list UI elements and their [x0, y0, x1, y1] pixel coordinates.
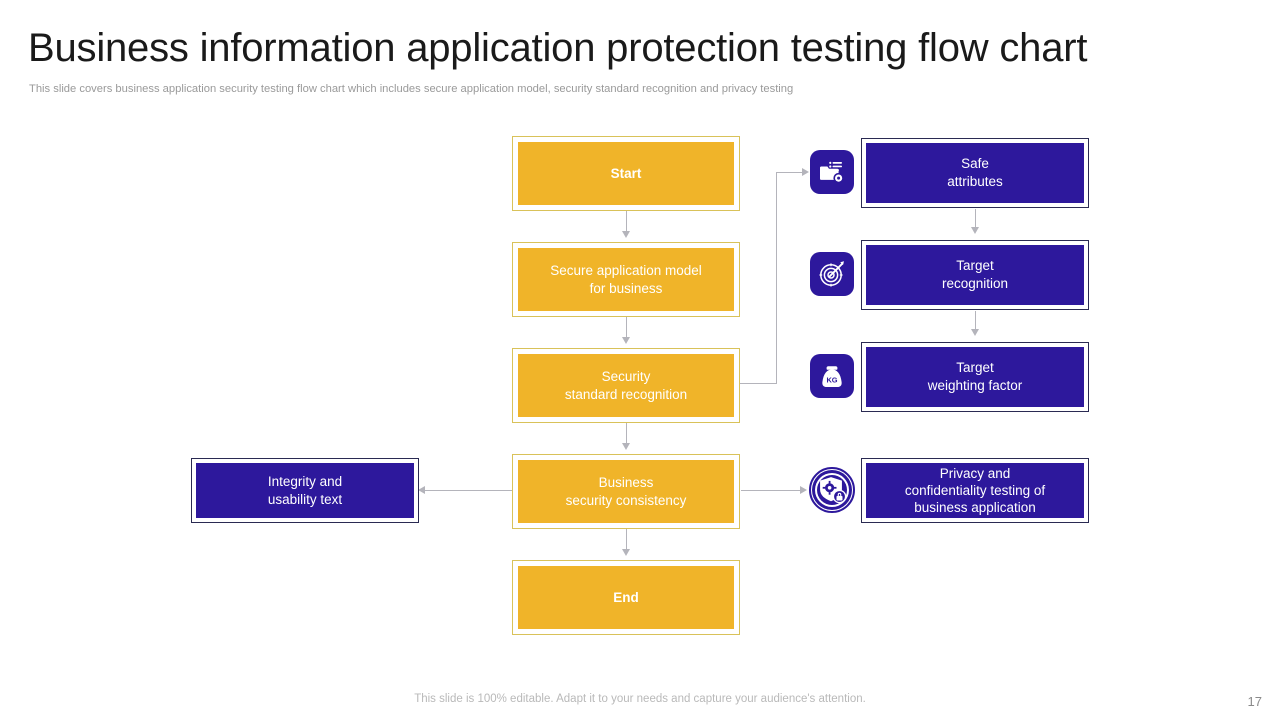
flow-node-end-label: End	[518, 566, 734, 629]
page-number: 17	[1247, 694, 1262, 709]
folder-settings-icon[interactable]	[810, 150, 854, 194]
arrowhead-business-consistency-to-end	[621, 549, 630, 556]
connector-target-recognition-to-weighting-factor	[975, 311, 976, 333]
arrowhead-to-integrity-box	[418, 485, 425, 494]
arrowhead-start-to-secure-model	[621, 231, 630, 238]
flow-node-integrity-usability-text[interactable]: Integrity and usability text	[191, 458, 419, 523]
arrowhead-safe-attributes-to-target-recognition	[970, 227, 979, 234]
shield-gear-lock-icon[interactable]	[809, 467, 855, 513]
connector-security-standard-branch-h2	[776, 172, 804, 173]
arrowhead-secure-model-to-security-standard	[621, 337, 630, 344]
flow-node-target-weighting-factor-label: Target weighting factor	[866, 347, 1084, 407]
svg-text:KG: KG	[826, 375, 837, 384]
footer-note: This slide is 100% editable. Adapt it to…	[414, 693, 866, 705]
arrowhead-target-recognition-to-weighting-factor	[970, 329, 979, 336]
page-title: Business information application protect…	[28, 26, 1088, 70]
flow-node-integrity-usability-text-label: Integrity and usability text	[196, 463, 414, 518]
connector-security-standard-branch-v	[776, 172, 777, 384]
flow-node-privacy-confidentiality-testing-label: Privacy and confidentiality testing of b…	[866, 463, 1084, 518]
flow-node-secure-application-model-label: Secure application model for business	[518, 248, 734, 311]
connector-safe-attributes-to-target-recognition	[975, 209, 976, 231]
flow-node-target-recognition[interactable]: Target recognition	[861, 240, 1089, 310]
flow-node-start-label: Start	[518, 142, 734, 205]
page-subtitle: This slide covers business application s…	[29, 83, 794, 95]
flow-node-safe-attributes-label: Safe attributes	[866, 143, 1084, 203]
connector-business-consistency-to-integrity	[425, 490, 512, 491]
arrowhead-security-standard-to-business-consistency	[621, 443, 630, 450]
flow-node-privacy-confidentiality-testing[interactable]: Privacy and confidentiality testing of b…	[861, 458, 1089, 523]
connector-business-consistency-to-shield-icon	[741, 490, 801, 491]
arrowhead-to-shield-icon	[800, 485, 807, 494]
flow-node-security-standard-recognition[interactable]: Security standard recognition	[512, 348, 740, 423]
connector-business-consistency-to-end	[626, 529, 627, 554]
connector-secure-model-to-security-standard	[626, 317, 627, 342]
flow-node-secure-application-model[interactable]: Secure application model for business	[512, 242, 740, 317]
flow-node-security-standard-recognition-label: Security standard recognition	[518, 354, 734, 417]
flow-node-target-recognition-label: Target recognition	[866, 245, 1084, 305]
flow-node-safe-attributes[interactable]: Safe attributes	[861, 138, 1089, 208]
target-arrow-icon[interactable]	[810, 252, 854, 296]
flow-node-start[interactable]: Start	[512, 136, 740, 211]
weight-kg-icon[interactable]: KG	[810, 354, 854, 398]
flow-node-target-weighting-factor[interactable]: Target weighting factor	[861, 342, 1089, 412]
connector-security-standard-branch-h1	[740, 383, 777, 384]
flow-node-end[interactable]: End	[512, 560, 740, 635]
flow-node-business-security-consistency-label: Business security consistency	[518, 460, 734, 523]
flow-node-business-security-consistency[interactable]: Business security consistency	[512, 454, 740, 529]
connector-security-standard-to-business-consistency	[626, 423, 627, 448]
connector-start-to-secure-model	[626, 211, 627, 236]
arrowhead-to-folder-icon	[802, 167, 809, 176]
